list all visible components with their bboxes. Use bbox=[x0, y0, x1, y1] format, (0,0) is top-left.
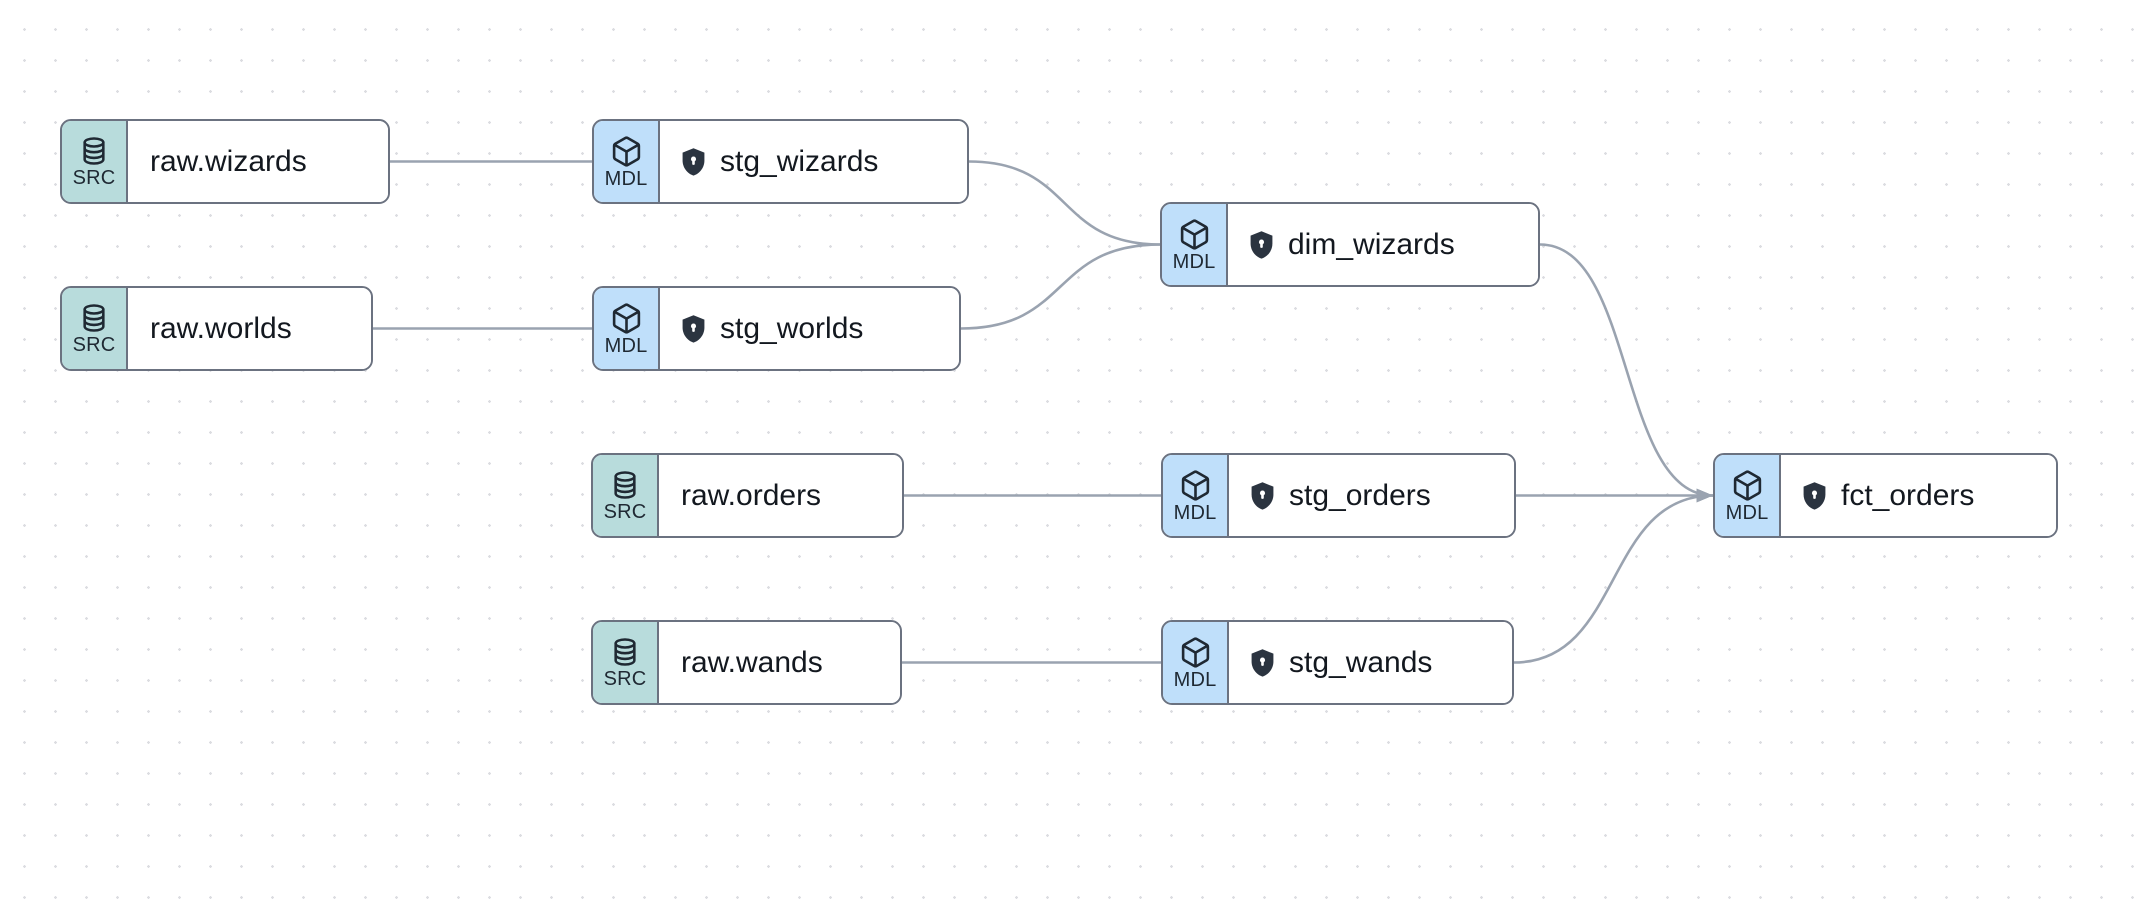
node-raw_wizards[interactable]: SRC raw.wizards bbox=[60, 119, 390, 204]
node-badge-label: MDL bbox=[604, 167, 648, 190]
cube-icon bbox=[610, 302, 643, 335]
edge-stg_wizards-to-dim_wizards bbox=[967, 160, 1162, 246]
node-badge-src: SRC bbox=[593, 455, 659, 536]
node-label-text: fct_orders bbox=[1841, 478, 1975, 512]
node-raw_worlds[interactable]: SRC raw.worlds bbox=[60, 286, 373, 371]
node-label-text: stg_worlds bbox=[720, 311, 864, 345]
node-badge-label: SRC bbox=[603, 501, 647, 523]
node-badge-mdl: MDL bbox=[1163, 622, 1229, 703]
node-raw_orders[interactable]: SRC raw.orders bbox=[591, 453, 904, 538]
node-label-text: raw.orders bbox=[681, 478, 822, 512]
node-badge-label: MDL bbox=[1173, 668, 1217, 691]
node-label-panel: raw.worlds bbox=[128, 288, 371, 369]
node-badge-label: SRC bbox=[72, 334, 116, 356]
node-label-text: stg_wands bbox=[1289, 645, 1433, 679]
shield-lock-icon bbox=[680, 314, 707, 344]
node-badge-label: MDL bbox=[1172, 250, 1216, 273]
database-icon bbox=[78, 302, 110, 334]
node-badge-mdl: MDL bbox=[1162, 204, 1228, 285]
node-badge-label: SRC bbox=[603, 668, 647, 690]
database-icon bbox=[609, 636, 641, 668]
node-label-panel: stg_orders bbox=[1229, 455, 1514, 536]
shield-lock-icon bbox=[1249, 648, 1276, 678]
cube-icon bbox=[610, 135, 643, 168]
node-badge-src: SRC bbox=[62, 288, 128, 369]
node-stg_orders[interactable]: MDL stg_orders bbox=[1161, 453, 1516, 538]
shield-lock-icon bbox=[1801, 481, 1828, 511]
node-label-text: stg_wizards bbox=[720, 144, 879, 178]
node-label-text: raw.wands bbox=[681, 645, 823, 679]
node-label-panel: fct_orders bbox=[1781, 455, 2056, 536]
node-badge-src: SRC bbox=[62, 121, 128, 202]
node-badge-label: SRC bbox=[72, 167, 116, 189]
node-label-panel: raw.wizards bbox=[128, 121, 388, 202]
node-badge-mdl: MDL bbox=[1715, 455, 1781, 536]
node-stg_wizards[interactable]: MDL stg_wizards bbox=[592, 119, 969, 204]
edge-stg_wands-to-fct_orders bbox=[1512, 488, 1715, 664]
node-label-panel: raw.wands bbox=[659, 622, 900, 703]
node-badge-src: SRC bbox=[593, 622, 659, 703]
node-label-text: raw.worlds bbox=[150, 311, 292, 345]
node-badge-label: MDL bbox=[1725, 501, 1769, 524]
node-label-panel: raw.orders bbox=[659, 455, 902, 536]
edge-dim_wizards-to-fct_orders bbox=[1538, 243, 1715, 503]
node-dim_wizards[interactable]: MDL dim_wizards bbox=[1160, 202, 1540, 287]
node-label-text: stg_orders bbox=[1289, 478, 1431, 512]
shield-lock-icon bbox=[1248, 230, 1275, 260]
node-label-panel: dim_wizards bbox=[1228, 204, 1538, 285]
cube-icon bbox=[1178, 218, 1211, 251]
node-badge-label: MDL bbox=[604, 334, 648, 357]
cube-icon bbox=[1731, 469, 1764, 502]
node-badge-label: MDL bbox=[1173, 501, 1217, 524]
node-stg_worlds[interactable]: MDL stg_worlds bbox=[592, 286, 961, 371]
node-badge-mdl: MDL bbox=[594, 121, 660, 202]
node-stg_wands[interactable]: MDL stg_wands bbox=[1161, 620, 1514, 705]
node-badge-mdl: MDL bbox=[1163, 455, 1229, 536]
node-label-panel: stg_wands bbox=[1229, 622, 1512, 703]
cube-icon bbox=[1179, 469, 1212, 502]
shield-lock-icon bbox=[1249, 481, 1276, 511]
cube-icon bbox=[1179, 636, 1212, 669]
edge-stg_worlds-to-dim_wizards bbox=[959, 243, 1162, 330]
node-label-panel: stg_wizards bbox=[660, 121, 967, 202]
database-icon bbox=[78, 135, 110, 167]
node-fct_orders[interactable]: MDL fct_orders bbox=[1713, 453, 2058, 538]
node-label-text: dim_wizards bbox=[1288, 227, 1455, 261]
node-label-panel: stg_worlds bbox=[660, 288, 959, 369]
shield-lock-icon bbox=[680, 147, 707, 177]
node-badge-mdl: MDL bbox=[594, 288, 660, 369]
node-raw_wands[interactable]: SRC raw.wands bbox=[591, 620, 902, 705]
node-label-text: raw.wizards bbox=[150, 144, 307, 178]
database-icon bbox=[609, 469, 641, 501]
